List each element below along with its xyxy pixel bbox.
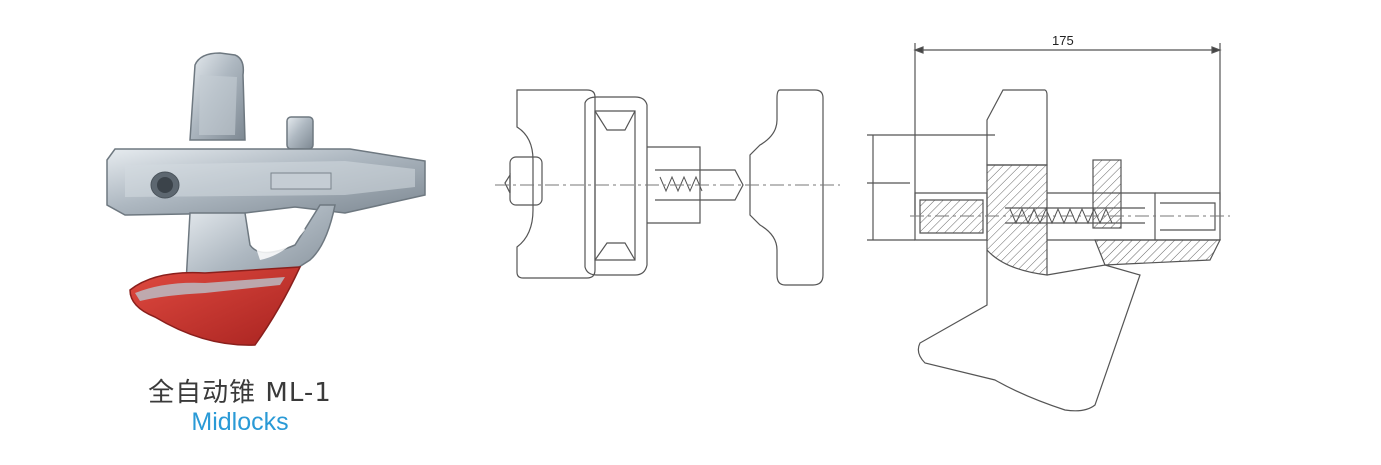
product-name-en: Midlocks xyxy=(191,408,289,436)
product-name-cn: 全自动锥 ML-1 xyxy=(148,378,332,408)
dimension-label: 175 xyxy=(1052,33,1074,48)
product-photo xyxy=(106,52,426,346)
section-view-drawing xyxy=(867,43,1230,412)
front-view-drawing xyxy=(495,89,840,286)
